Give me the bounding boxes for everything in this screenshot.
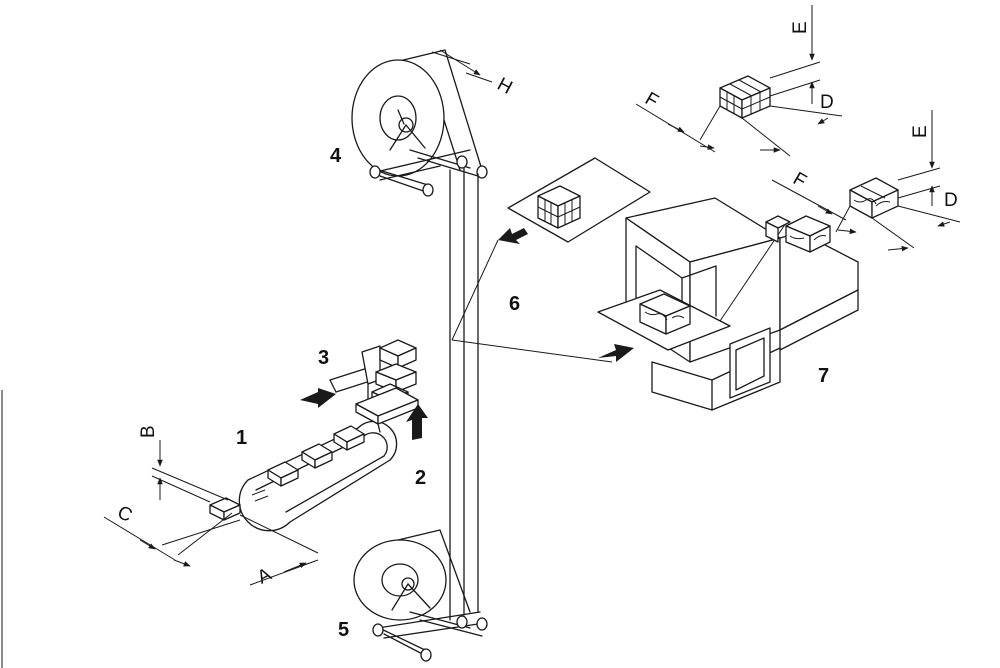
callout-1-conveyor: 1: [236, 427, 247, 449]
callout-3-pusher: 3: [318, 347, 329, 369]
callout-7-shrink-tunnel: 7: [818, 365, 829, 387]
film-roll-top: [351, 49, 488, 621]
pusher-and-lift: [329, 339, 419, 433]
callout-5-film-roll-bottom: 5: [338, 619, 349, 641]
dimension-e-top: E: [769, 5, 821, 104]
finished-pack-top: [719, 75, 771, 119]
dimension-d-top-label: D: [820, 92, 834, 113]
arrow-lift-up: [406, 404, 428, 440]
film-roll-bottom: [353, 529, 488, 662]
shrink-tunnel: [597, 197, 859, 411]
dimension-e-side: E: [897, 110, 941, 206]
dimension-h: H: [431, 49, 516, 99]
dimension-a: A: [173, 514, 319, 589]
conveyor: [209, 420, 398, 532]
callout-4-film-roll-top: 4: [330, 145, 342, 167]
dimension-b-label: B: [138, 425, 159, 438]
dimension-e-top-label: E: [790, 21, 811, 34]
arrow-into-tunnel: [598, 344, 634, 362]
dimension-b: B: [138, 425, 229, 503]
finished-pack-side: [849, 177, 899, 219]
film-sheet: [507, 157, 651, 243]
dimension-c-label: C: [114, 502, 135, 527]
arrow-pusher: [300, 388, 336, 408]
film-sealing-lines: [451, 239, 613, 363]
dimension-d-side-label: D: [944, 190, 958, 211]
dimension-e-side-label: E: [910, 125, 931, 138]
callout-6-film-sealing: 6: [509, 293, 520, 315]
callout-2-lift: 2: [415, 467, 426, 489]
dimension-d-side: D: [871, 190, 961, 252]
dimension-h-label: H: [494, 74, 516, 99]
dimension-a-label: A: [254, 564, 275, 589]
dimension-d-top: D: [741, 92, 843, 157]
dimension-f-side-label: F: [789, 168, 810, 192]
arrow-to-film: [498, 228, 528, 244]
dimension-f-top: F: [635, 88, 721, 153]
